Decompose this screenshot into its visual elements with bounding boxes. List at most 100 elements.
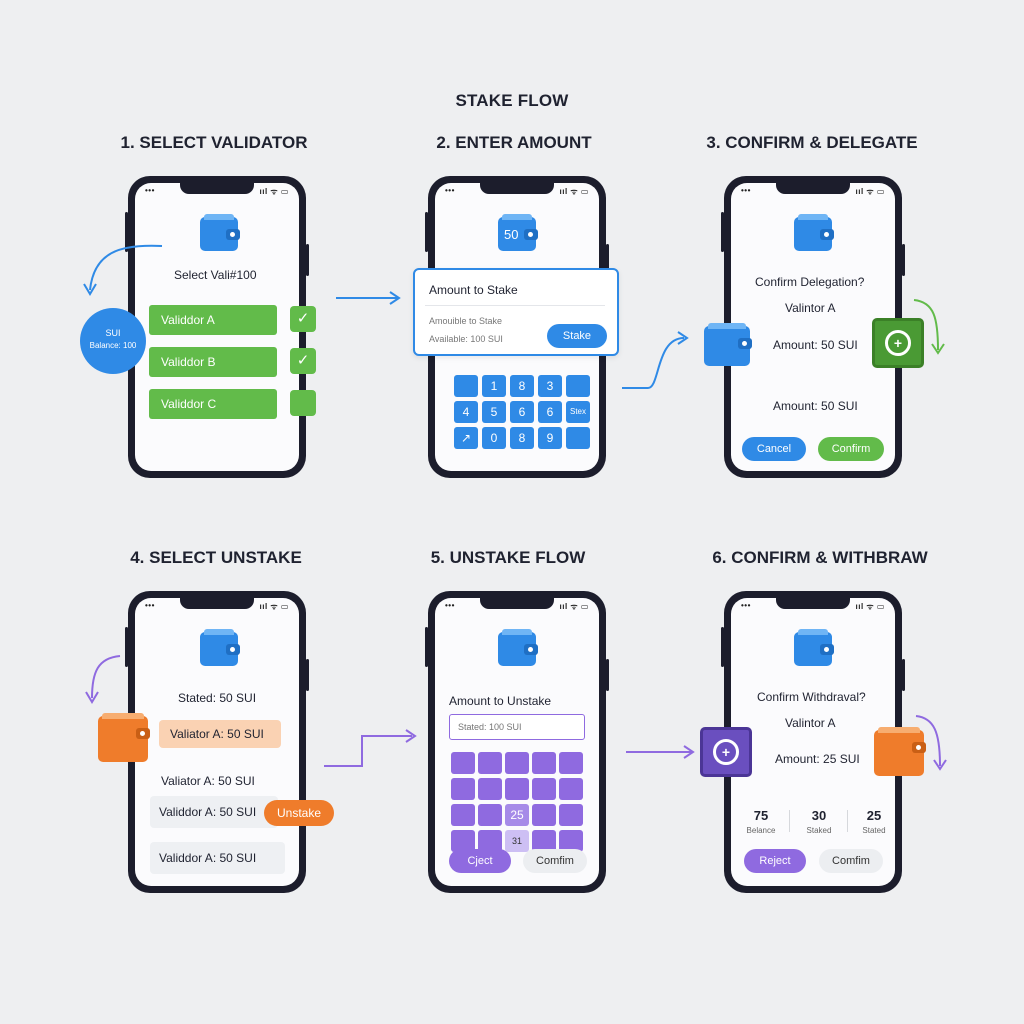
validator-a-checkbox[interactable]: ✓	[290, 306, 316, 332]
keypad-key[interactable]	[505, 752, 529, 774]
validator-row[interactable]: Validdor A: 50 SUI	[150, 796, 278, 828]
step-arrow-icon	[324, 729, 417, 767]
keypad-key[interactable]	[532, 778, 556, 800]
wallet-icon	[498, 629, 538, 666]
status-dots: •••	[145, 186, 155, 195]
unstake-amount-input[interactable]	[449, 714, 585, 740]
validator-c-checkbox[interactable]	[290, 390, 316, 416]
keypad-key[interactable]	[478, 752, 502, 774]
wallet-icon	[794, 629, 834, 666]
validator-row-label: Valiator A: 50 SUI	[161, 774, 255, 788]
validator-a-button[interactable]: Validdor A	[149, 305, 277, 335]
keypad-key[interactable]	[559, 830, 583, 852]
stake-button[interactable]: Stake	[547, 324, 607, 348]
select-validator-prompt: Select Vali#100	[174, 268, 257, 282]
unstake-button[interactable]: Unstake	[264, 800, 334, 826]
validator-b-checkbox[interactable]: ✓	[290, 348, 316, 374]
keypad-key[interactable]: 0	[482, 427, 506, 449]
keypad-key[interactable]	[559, 778, 583, 800]
stat-label: Staked	[806, 826, 832, 835]
confirm-button[interactable]: Comfim	[819, 849, 883, 873]
withdraw-amount: Amount: 25 SUI	[775, 752, 860, 766]
confirm-delegation-title: Confirm Delegation?	[755, 275, 865, 289]
balance-value: Balance: 100	[89, 341, 137, 350]
validator-row-label: Valiator A: 50 SUI	[170, 727, 264, 741]
status-icons: ııl ᯤ ▭	[559, 602, 589, 611]
cancel-button[interactable]: Cancel	[742, 437, 806, 461]
keypad-key[interactable]	[478, 830, 502, 852]
reject-button[interactable]: Cject	[449, 849, 511, 873]
staked-total: Stated: 50 SUI	[178, 691, 257, 705]
phone-step1: ••• ııl ᯤ ▭ Select Vali#100 Validdor A V…	[125, 176, 309, 478]
wallet-icon	[200, 629, 240, 666]
curved-arrow-icon	[913, 299, 945, 355]
validator-row-selected[interactable]: Valiator A: 50 SUI	[159, 720, 281, 748]
phone-step6: ••• ııl ᯤ ▭ Confirm Withdraval? Valintor…	[721, 591, 905, 893]
reject-button[interactable]: Reject	[744, 849, 806, 873]
amount-card: Amount to Stake Amouible to Stake Availa…	[413, 268, 619, 356]
keypad-key[interactable]: 1	[482, 375, 506, 397]
wallet-icon	[200, 214, 240, 251]
wallet-icon	[704, 323, 752, 366]
status-icons: ııl ᯤ ▭	[855, 187, 885, 196]
status-dots: •••	[741, 601, 751, 610]
keypad-key[interactable]	[454, 375, 478, 397]
step5-heading: 5. UNSTAKE FLOW	[430, 548, 586, 567]
keypad-key[interactable]	[451, 778, 475, 800]
keypad-key[interactable]	[451, 804, 475, 826]
validator-row-label: Validdor A: 50 SUI	[159, 851, 257, 865]
keypad-key[interactable]: 9	[538, 427, 562, 449]
keypad-key[interactable]: 4	[454, 401, 478, 423]
validator-c-button[interactable]: Validdor C	[149, 389, 277, 419]
confirm-button[interactable]: Comfim	[523, 849, 587, 873]
keypad-key[interactable]	[451, 830, 475, 852]
vault-icon	[872, 318, 924, 368]
stat-staked: 30 Staked	[801, 808, 837, 835]
amount-to-unstake-title: Amount to Unstake	[449, 694, 552, 708]
wallet-icon	[874, 727, 926, 776]
step3-heading: 3. CONFIRM & DELEGATE	[706, 133, 918, 152]
curved-arrow-icon	[83, 244, 163, 296]
step4-heading: 4. SELECT UNSTAKE	[130, 548, 302, 567]
keypad-key[interactable]	[559, 804, 583, 826]
keypad-key[interactable]: 8	[510, 427, 534, 449]
keypad-key[interactable]: 6	[510, 401, 534, 423]
vault-icon	[700, 727, 752, 777]
keypad-key[interactable]: 6	[538, 401, 562, 423]
keypad-key[interactable]	[532, 752, 556, 774]
keypad-key[interactable]: 31	[505, 830, 529, 852]
balance-token: SUI	[105, 328, 121, 338]
curved-arrow-icon	[85, 655, 121, 704]
keypad-key[interactable]: 3	[538, 375, 562, 397]
keypad-key[interactable]	[451, 752, 475, 774]
keypad-key[interactable]	[478, 778, 502, 800]
status-icons: ııl ᯤ ▭	[855, 602, 885, 611]
status-icons: ııl ᯤ ▭	[259, 602, 289, 611]
keypad-key[interactable]: 25	[505, 804, 529, 826]
validator-b-button[interactable]: Validdor B	[149, 347, 277, 377]
stat-value: 75	[753, 808, 769, 823]
keypad-key[interactable]	[532, 830, 556, 852]
curved-arrow-icon	[915, 715, 947, 771]
keypad-key[interactable]: Stex	[566, 401, 590, 423]
status-icons: ııl ᯤ ▭	[259, 187, 289, 196]
keypad-key[interactable]	[566, 375, 590, 397]
stat-value: 30	[811, 808, 827, 823]
wallet-amount: 50	[504, 227, 519, 242]
confirm-button[interactable]: Confirm	[818, 437, 884, 461]
stat-label: Belance	[746, 826, 776, 835]
keypad-key[interactable]: ↗	[454, 427, 478, 449]
available-balance: Available: 100 SUI	[429, 334, 503, 344]
keypad-key[interactable]	[566, 427, 590, 449]
validator-row[interactable]: Validdor A: 50 SUI	[150, 842, 285, 874]
keypad-key[interactable]: 8	[510, 375, 534, 397]
wallet-icon	[98, 713, 150, 762]
keypad-key[interactable]: 5	[482, 401, 506, 423]
keypad-key[interactable]	[505, 778, 529, 800]
keypad-key[interactable]	[478, 804, 502, 826]
keypad-key[interactable]	[559, 752, 583, 774]
stat-value: 25	[866, 808, 882, 823]
step2-heading: 2. ENTER AMOUNT	[436, 133, 592, 152]
keypad-key[interactable]	[532, 804, 556, 826]
validator-row-label: Validdor A: 50 SUI	[159, 805, 257, 819]
